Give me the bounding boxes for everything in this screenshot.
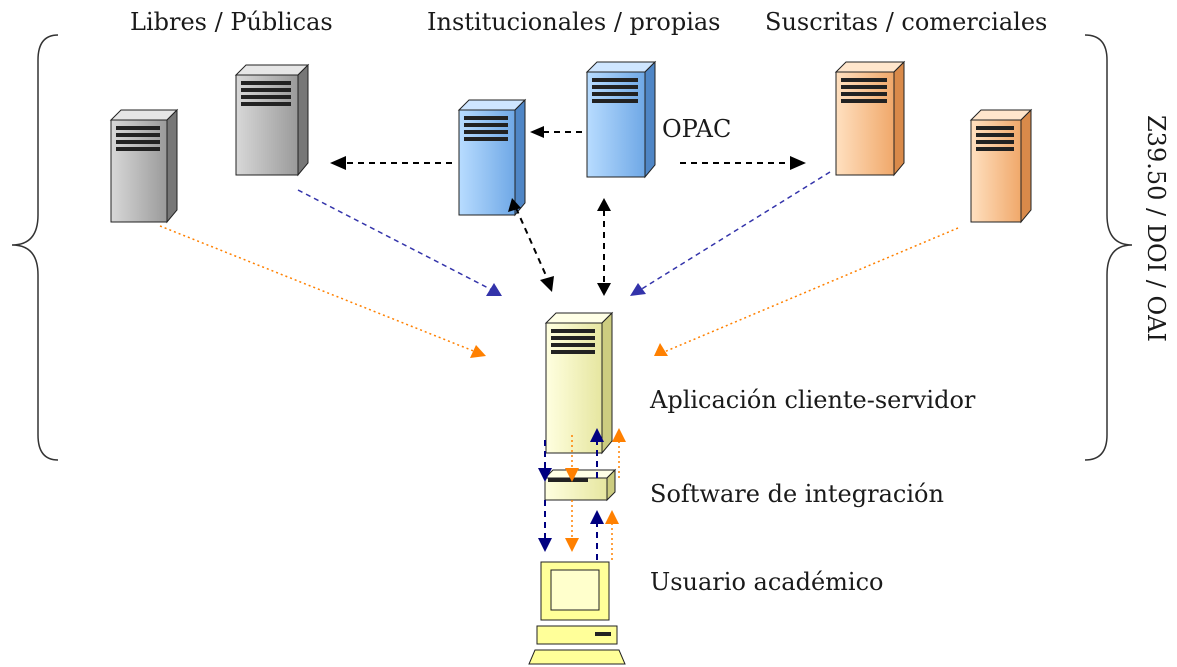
blue-dashed-arrows — [297, 171, 831, 291]
navy-down-arrows — [544, 440, 598, 560]
category-institucionales: Institucionales / propias — [427, 8, 721, 36]
orange-arrowheads — [470, 343, 668, 358]
workstation-icon — [528, 561, 626, 665]
blue-arrowheads — [486, 283, 646, 296]
orange-vertical-arrows — [571, 435, 620, 560]
server-icon — [834, 60, 906, 177]
left-brace-icon — [11, 34, 59, 461]
category-libres: Libres / Públicas — [130, 8, 333, 36]
orange-dotted-arrows — [159, 225, 959, 353]
software-label: Software de integración — [650, 480, 944, 508]
server-icon — [234, 63, 310, 177]
orange-vertical-arrowheads — [565, 428, 626, 552]
black-arrowheads — [330, 126, 806, 296]
server-icon — [544, 311, 614, 455]
category-suscritas: Suscritas / comerciales — [765, 8, 1047, 36]
protocols-label: Z39.50 / DOI / OAI — [1142, 115, 1170, 342]
navy-arrowheads — [538, 428, 604, 552]
black-arrows — [336, 131, 798, 285]
integration-software-icon — [543, 468, 617, 502]
server-icon — [109, 108, 179, 224]
aplicacion-label: Aplicación cliente-servidor — [649, 386, 976, 414]
server-icon — [585, 60, 657, 179]
opac-label: OPAC — [662, 115, 731, 143]
right-brace-icon — [1084, 34, 1133, 461]
server-icon — [457, 98, 527, 217]
usuario-label: Usuario académico — [650, 568, 883, 596]
server-icon — [969, 108, 1033, 224]
